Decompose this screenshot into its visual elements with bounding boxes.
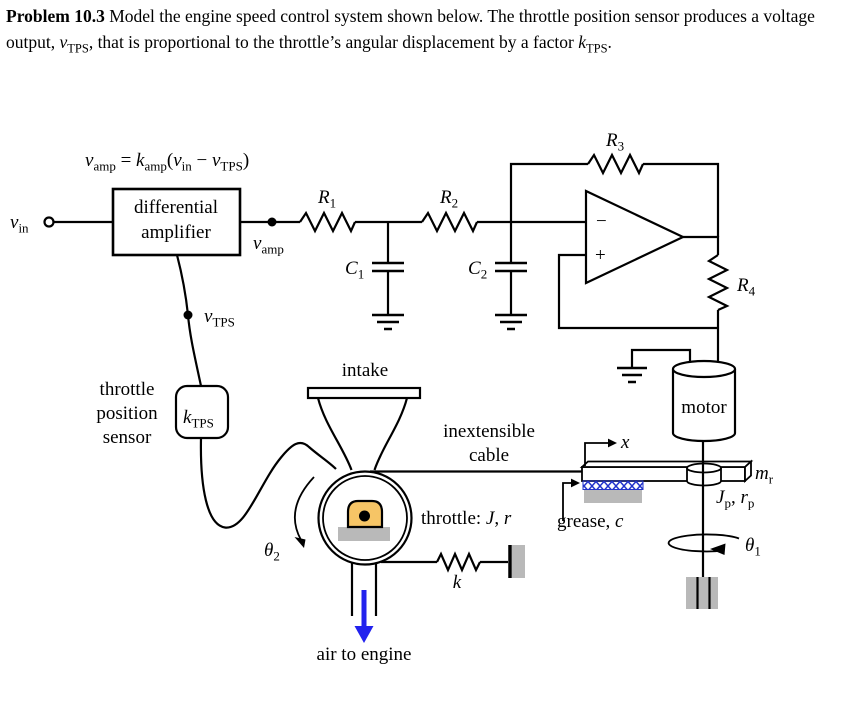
c1-label: C1 [345, 258, 364, 282]
c2-label: C2 [468, 258, 487, 282]
capacitor-c1 [372, 222, 404, 331]
vin-label: vin [10, 212, 29, 236]
plus-input-wire [557, 253, 718, 330]
opamp-plus-sign: + [595, 245, 606, 266]
c1-ground [372, 313, 404, 331]
svg-text:sensor: sensor [103, 427, 152, 448]
mr-label: mr [755, 463, 774, 487]
grease-arrow [562, 478, 580, 521]
r2-label: R2 [439, 187, 458, 211]
sensor-label: throttle position sensor [96, 379, 158, 448]
amp-equation: vamp = kamp(vin − vTPS) [85, 150, 249, 174]
x-label: x [620, 432, 630, 453]
cable-label: inextensible cable [443, 421, 535, 466]
air-label: air to engine [317, 644, 412, 665]
svg-text:position: position [96, 403, 158, 424]
grease-pad [584, 490, 642, 503]
vtps-label: vTPS [204, 306, 235, 330]
vtps-dot [183, 310, 193, 320]
spring-label: k [453, 572, 462, 593]
vin-terminal [43, 216, 55, 228]
rack-grease-hatch [582, 480, 644, 490]
opamp-triangle [584, 189, 686, 285]
svg-text:throttle: throttle [100, 379, 155, 400]
theta1-arrow [667, 533, 740, 555]
problem-statement: Problem 10.3 Model the engine speed cont… [6, 6, 815, 56]
resistor-r4 [706, 254, 730, 312]
capacitor-c2 [495, 222, 527, 331]
jp-rp-label: Jp, rp [716, 487, 754, 511]
resistor-r2 [421, 210, 479, 234]
ktps-label: kTPS [183, 407, 214, 431]
throttle-pivot-dot [359, 510, 370, 522]
motor-body [671, 359, 737, 443]
x-arrow [584, 438, 617, 466]
svg-text:inextensible: inextensible [443, 421, 535, 442]
spring-wall [508, 545, 525, 578]
ktps-box [174, 384, 230, 440]
vamp-label: vamp [253, 233, 284, 257]
throttle-circle-inner [322, 475, 408, 561]
feedback-wire [509, 162, 720, 237]
sensor-wire-upper [175, 254, 203, 387]
problem-number: Problem 10.3 [6, 6, 105, 26]
intake-label: intake [342, 360, 388, 381]
svg-text:cable: cable [469, 445, 509, 466]
r4-label: R4 [736, 275, 756, 299]
diff-amp-label-line2: amplifier [141, 222, 211, 243]
grease-label: grease, c [557, 511, 624, 532]
sensor-wire-lower [199, 437, 337, 529]
resistor-r3 [587, 152, 645, 176]
opamp-output-wire [683, 235, 720, 255]
air-arrow [354, 590, 374, 643]
intake-flange [306, 386, 422, 400]
theta1-label: θ1 [745, 535, 761, 559]
rack-bar [579, 459, 754, 484]
throttle-label: throttle: J, r [421, 508, 512, 529]
intake-funnel [316, 397, 409, 471]
motor-ground [617, 348, 692, 384]
r3-label: R3 [605, 130, 624, 154]
bearing [686, 577, 718, 609]
diff-amp-label-line1: differential [134, 197, 218, 218]
motor-label: motor [681, 397, 727, 418]
c2-ground [495, 313, 527, 331]
opamp-minus-sign: − [596, 211, 607, 232]
vamp-node-dot [267, 217, 277, 227]
theta2-label: θ2 [264, 540, 280, 564]
r1-label: R1 [317, 187, 336, 211]
theta2-arrow [293, 476, 315, 548]
intake-pipe [350, 563, 378, 616]
resistor-r1 [299, 210, 357, 234]
throttle-base-pad [338, 527, 390, 541]
spring-k [381, 551, 508, 573]
